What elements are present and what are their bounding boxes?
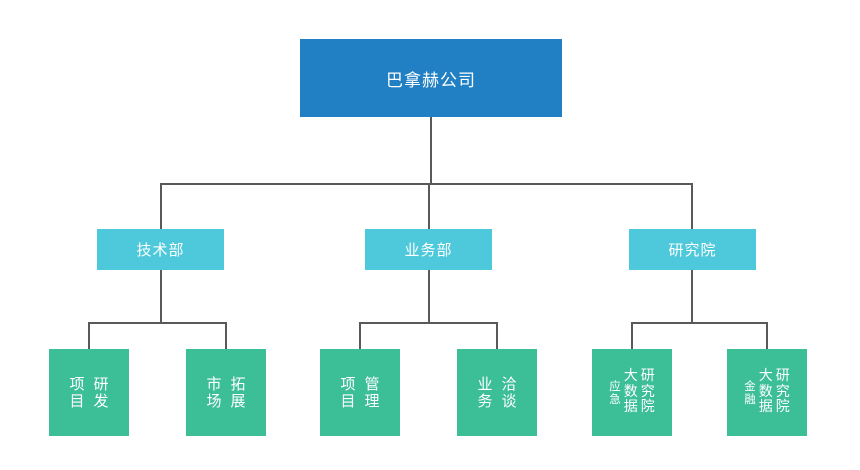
- node-leaf-market-expansion[interactable]: 拓展 市场: [186, 349, 266, 436]
- vertical-text-columns: 研发 项目: [69, 349, 108, 436]
- node-department-technology-label: 技术部: [136, 241, 185, 259]
- connector-tech-bus: [88, 322, 227, 324]
- connector-drop-tech: [160, 183, 162, 229]
- text-column-secondary: 项目: [69, 374, 85, 410]
- node-root-company[interactable]: 巴拿赫公司: [300, 39, 562, 117]
- text-column-primary: 研究院: [775, 367, 790, 416]
- connector-drop-leaf1: [88, 322, 90, 349]
- text-column-secondary: 大数据: [623, 367, 638, 416]
- node-leaf-business-negotiation[interactable]: 洽谈 业务: [457, 349, 537, 436]
- node-leaf-project-management[interactable]: 管理 项目: [320, 349, 400, 436]
- connector-tech-stem: [160, 270, 162, 322]
- text-column-primary: 洽谈: [501, 374, 517, 410]
- text-column-primary: 拓展: [230, 374, 246, 410]
- text-column-primary: 研究院: [640, 367, 655, 416]
- connector-biz-bus: [359, 322, 497, 324]
- connector-drop-leaf4: [496, 322, 498, 349]
- node-leaf-rd-project[interactable]: 研发 项目: [49, 349, 129, 436]
- connector-drop-leaf5: [631, 322, 633, 349]
- text-column-secondary: 市场: [206, 374, 222, 410]
- vertical-text-columns: 洽谈 业务: [477, 349, 516, 436]
- text-column-primary: 管理: [364, 374, 380, 410]
- vertical-text-columns: 拓展 市场: [206, 349, 245, 436]
- node-department-technology[interactable]: 技术部: [97, 229, 224, 270]
- text-column-primary: 研发: [93, 374, 109, 410]
- vertical-text-columns: 管理 项目: [340, 349, 379, 436]
- vertical-text-columns: 研究院 大数据 应急: [609, 349, 655, 436]
- node-department-research[interactable]: 研究院: [629, 229, 756, 270]
- text-column-secondary: 业务: [477, 374, 493, 410]
- connector-res-stem: [691, 270, 693, 322]
- connector-root-stem: [430, 117, 432, 183]
- node-leaf-finance-bigdata-institute[interactable]: 研究院 大数据 金融: [727, 349, 807, 436]
- node-root-label: 巴拿赫公司: [386, 70, 476, 91]
- text-column-tertiary: 金融: [744, 378, 756, 406]
- node-department-business[interactable]: 业务部: [365, 229, 492, 270]
- node-department-research-label: 研究院: [668, 241, 717, 259]
- connector-drop-biz: [428, 183, 430, 229]
- connector-drop-leaf2: [225, 322, 227, 349]
- text-column-secondary: 大数据: [758, 367, 773, 416]
- text-column-tertiary: 应急: [609, 378, 621, 406]
- text-column-secondary: 项目: [340, 374, 356, 410]
- connector-res-bus: [631, 322, 767, 324]
- vertical-text-columns: 研究院 大数据 金融: [744, 349, 790, 436]
- connector-drop-res: [691, 183, 693, 229]
- connector-drop-leaf6: [766, 322, 768, 349]
- connector-biz-stem: [428, 270, 430, 322]
- node-department-business-label: 业务部: [404, 241, 453, 259]
- connector-drop-leaf3: [359, 322, 361, 349]
- connector-level2-bus: [160, 183, 693, 185]
- node-leaf-emergency-bigdata-institute[interactable]: 研究院 大数据 应急: [592, 349, 672, 436]
